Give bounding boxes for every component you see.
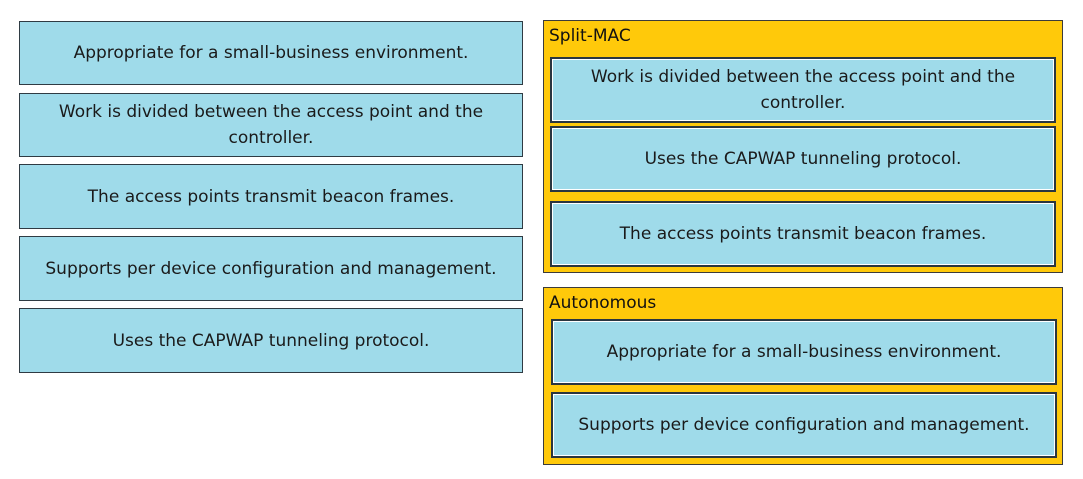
split-mac-item-beacon-frames[interactable]: The access points transmit beacon frames… (550, 201, 1056, 267)
draggable-answer-beacon-frames[interactable]: The access points transmit beacon frames… (19, 164, 523, 229)
autonomous-item-small-business[interactable]: Appropriate for a small-business environ… (551, 319, 1057, 385)
draggable-answer-capwap[interactable]: Uses the CAPWAP tunneling protocol. (19, 308, 523, 373)
autonomous-zone-title: Autonomous (549, 293, 657, 313)
draggable-answer-small-business[interactable]: Appropriate for a small-business environ… (19, 21, 523, 85)
draggable-answer-work-divided[interactable]: Work is divided between the access point… (19, 93, 523, 157)
split-mac-item-work-divided[interactable]: Work is divided between the access point… (550, 57, 1056, 123)
split-mac-item-capwap[interactable]: Uses the CAPWAP tunneling protocol. (550, 126, 1056, 192)
autonomous-item-per-device-config[interactable]: Supports per device configuration and ma… (551, 392, 1057, 458)
draggable-answer-per-device-config[interactable]: Supports per device configuration and ma… (19, 236, 523, 301)
split-mac-zone-title: Split-MAC (549, 26, 631, 46)
